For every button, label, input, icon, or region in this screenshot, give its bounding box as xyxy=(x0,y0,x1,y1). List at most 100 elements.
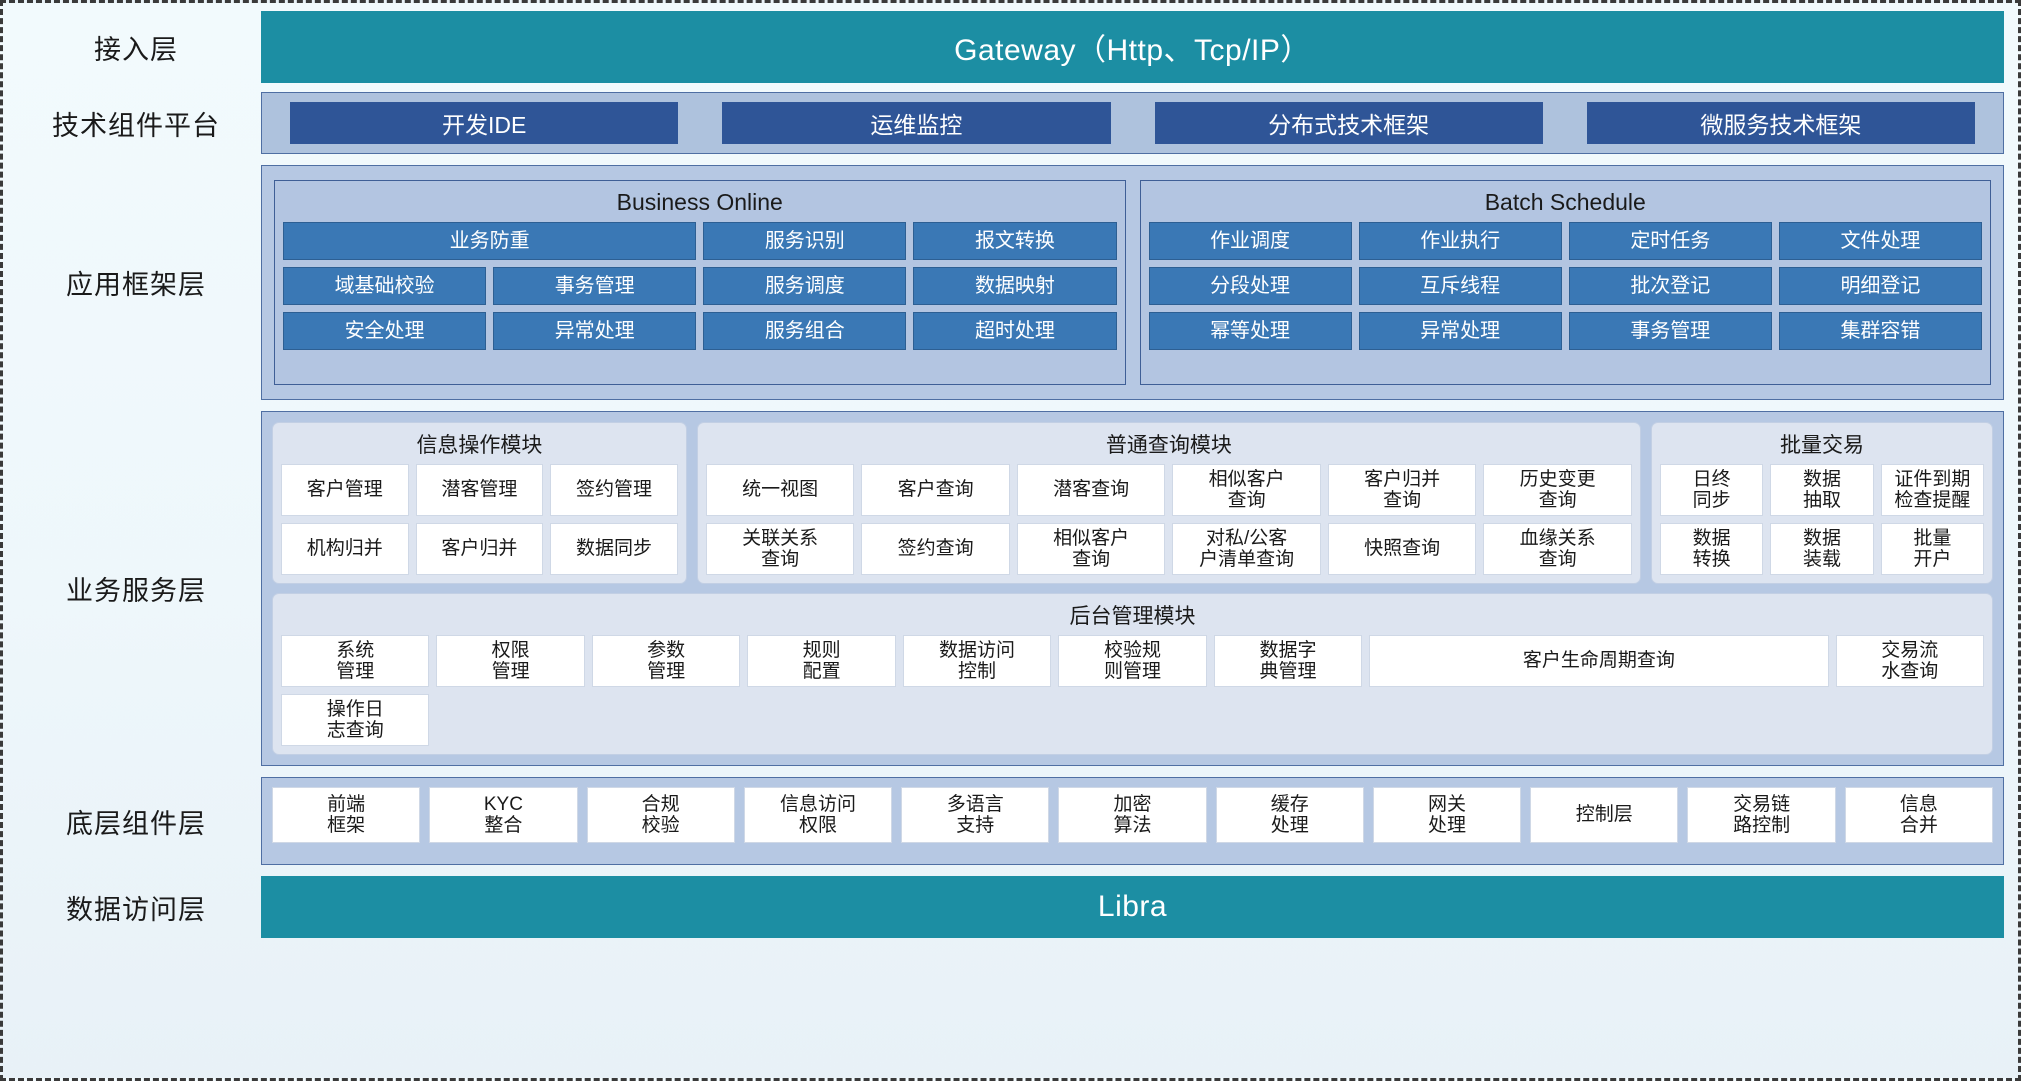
service-cell[interactable]: 数据抽取 xyxy=(1770,464,1874,516)
app-cell[interactable]: 文件处理 xyxy=(1778,222,1982,260)
layer-data-access: 数据访问层 Libra xyxy=(11,876,2004,938)
app-cell[interactable]: 幂等处理 xyxy=(1148,312,1352,350)
panel-title-service-module: 批量交易 xyxy=(1779,434,1864,457)
service-cell[interactable]: 机构归并 xyxy=(281,523,409,575)
app-cell[interactable]: 定时任务 xyxy=(1568,222,1772,260)
layer-label-access: 接入层 xyxy=(94,34,178,65)
layer-tech-platform: 技术组件平台 开发IDE 运维监控 分布式技术框架 微服务技术框架 xyxy=(11,92,2004,154)
panel-title-business-online: Business Online xyxy=(616,189,783,215)
service-cell[interactable]: 快照查询 xyxy=(1327,523,1477,575)
service-cell[interactable]: 统一视图 xyxy=(705,464,855,516)
app-cell[interactable]: 服务调度 xyxy=(703,267,907,305)
app-cell[interactable]: 服务识别 xyxy=(703,222,907,260)
panel-title-service-module: 信息操作模块 xyxy=(416,434,543,457)
app-cell[interactable]: 事务管理 xyxy=(493,267,697,305)
app-cell[interactable]: 异常处理 xyxy=(1358,312,1562,350)
backoffice-grid: 系统管理权限管理参数管理规则配置数据访问控制校验规则管理数据字典管理客户生命周期… xyxy=(281,635,1984,746)
service-cell[interactable]: 潜客管理 xyxy=(415,464,544,516)
panel-business-online: Business Online 业务防重服务识别报文转换域基础校验事务管理服务调… xyxy=(274,180,1126,385)
service-cell[interactable]: 数据同步 xyxy=(550,523,678,575)
tech-chip-distributed-framework[interactable]: 分布式技术框架 xyxy=(1154,102,1543,144)
component-cell[interactable]: 合规校验 xyxy=(586,787,735,843)
service-cell[interactable]: 数据转换 xyxy=(1659,523,1764,575)
app-cell[interactable]: 集群容错 xyxy=(1778,312,1982,350)
layer-label-business-service: 业务服务层 xyxy=(66,576,206,606)
service-cell[interactable]: 历史变更查询 xyxy=(1483,464,1632,516)
app-cell[interactable]: 安全处理 xyxy=(283,312,487,350)
component-cell[interactable]: 多语言支持 xyxy=(901,787,1050,843)
service-cell[interactable]: 对私/公客户清单查询 xyxy=(1172,523,1321,575)
business-service-band: 信息操作模块客户管理潜客管理签约管理机构归并客户归并数据同步 普通查询模块统一视图… xyxy=(261,411,2004,766)
app-cell[interactable]: 互斥线程 xyxy=(1358,267,1562,305)
service-cell[interactable]: 客户归并 xyxy=(415,523,544,575)
service-module-grid: 日终同步数据抽取证件到期检查提醒数据转换数据装载批量开户 xyxy=(1659,464,1984,575)
backoffice-cell[interactable]: 交易流水查询 xyxy=(1835,635,1984,687)
backoffice-cell[interactable]: 操作日志查询 xyxy=(281,694,430,746)
service-cell[interactable]: 潜客查询 xyxy=(1016,464,1166,516)
panel-title-backoffice: 后台管理模块 xyxy=(1069,605,1196,628)
app-cell[interactable]: 超时处理 xyxy=(913,312,1117,350)
service-cell[interactable]: 证件到期检查提醒 xyxy=(1880,464,1984,516)
component-cell[interactable]: 信息合并 xyxy=(1844,787,1993,843)
backoffice-cell[interactable]: 系统管理 xyxy=(281,635,430,687)
app-cell[interactable]: 分段处理 xyxy=(1148,267,1352,305)
service-cell[interactable]: 客户管理 xyxy=(281,464,409,516)
service-cell[interactable]: 相似客户查询 xyxy=(1172,464,1321,516)
service-cell[interactable]: 客户归并查询 xyxy=(1327,464,1477,516)
service-cell[interactable]: 客户查询 xyxy=(861,464,1010,516)
tech-chip-microservice-framework[interactable]: 微服务技术框架 xyxy=(1586,102,1975,144)
service-cell[interactable]: 签约管理 xyxy=(550,464,678,516)
backoffice-cell[interactable]: 参数管理 xyxy=(591,635,741,687)
component-cell[interactable]: 加密算法 xyxy=(1058,787,1207,843)
panel-service-module: 批量交易日终同步数据抽取证件到期检查提醒数据转换数据装载批量开户 xyxy=(1650,422,1994,584)
business-online-grid: 业务防重服务识别报文转换域基础校验事务管理服务调度数据映射安全处理异常处理服务组… xyxy=(283,222,1117,350)
batch-schedule-grid: 作业调度作业执行定时任务文件处理分段处理互斥线程批次登记明细登记幂等处理异常处理… xyxy=(1148,222,1982,350)
backoffice-cell[interactable]: 权限管理 xyxy=(436,635,585,687)
app-cell[interactable]: 事务管理 xyxy=(1568,312,1772,350)
component-cell[interactable]: 信息访问权限 xyxy=(743,787,893,843)
app-cell[interactable]: 数据映射 xyxy=(913,267,1117,305)
tech-chip-band: 开发IDE 运维监控 分布式技术框架 微服务技术框架 xyxy=(261,92,2004,154)
component-cell[interactable]: 控制层 xyxy=(1530,787,1679,843)
service-cell[interactable]: 数据装载 xyxy=(1770,523,1874,575)
tech-chip-ops-monitor[interactable]: 运维监控 xyxy=(722,102,1111,144)
app-cell[interactable]: 作业调度 xyxy=(1148,222,1352,260)
app-cell[interactable]: 批次登记 xyxy=(1568,267,1772,305)
backoffice-cell[interactable]: 规则配置 xyxy=(747,635,896,687)
service-module-grid: 统一视图客户查询潜客查询相似客户查询客户归并查询历史变更查询关联关系查询签约查询… xyxy=(705,464,1632,575)
service-cell[interactable]: 日终同步 xyxy=(1659,464,1764,516)
business-service-top-row: 信息操作模块客户管理潜客管理签约管理机构归并客户归并数据同步 普通查询模块统一视图… xyxy=(272,422,1994,584)
app-cell[interactable]: 域基础校验 xyxy=(283,267,487,305)
layer-label-tech: 技术组件平台 xyxy=(52,110,220,141)
component-cell[interactable]: 网关处理 xyxy=(1372,787,1522,843)
component-cell[interactable]: 缓存处理 xyxy=(1215,787,1364,843)
panel-title-service-module: 普通查询模块 xyxy=(1105,434,1232,457)
app-cell[interactable]: 作业执行 xyxy=(1358,222,1562,260)
app-cell[interactable]: 异常处理 xyxy=(493,312,697,350)
app-cell[interactable]: 报文转换 xyxy=(913,222,1117,260)
backoffice-cell[interactable]: 数据访问控制 xyxy=(902,635,1052,687)
app-cell[interactable]: 明细登记 xyxy=(1778,267,1982,305)
service-cell[interactable]: 关联关系查询 xyxy=(705,523,855,575)
backoffice-cell[interactable]: 客户生命周期查询 xyxy=(1369,635,1829,687)
panel-title-batch-schedule: Batch Schedule xyxy=(1484,189,1646,215)
service-cell[interactable]: 血缘关系查询 xyxy=(1483,523,1632,575)
component-cell[interactable]: 交易链路控制 xyxy=(1687,787,1836,843)
service-cell[interactable]: 签约查询 xyxy=(861,523,1010,575)
layer-app-framework: 应用框架层 Business Online 业务防重服务识别报文转换域基础校验事… xyxy=(11,165,2004,400)
libra-bar: Libra xyxy=(261,876,2004,938)
tech-chip-ide[interactable]: 开发IDE xyxy=(290,102,679,144)
backoffice-cell[interactable]: 数据字典管理 xyxy=(1213,635,1363,687)
app-cell[interactable]: 业务防重 xyxy=(283,222,697,260)
service-cell[interactable]: 相似客户查询 xyxy=(1016,523,1166,575)
service-module-grid: 客户管理潜客管理签约管理机构归并客户归并数据同步 xyxy=(281,464,678,575)
layer-label-app-framework: 应用框架层 xyxy=(66,270,206,300)
service-cell[interactable]: 批量开户 xyxy=(1880,523,1984,575)
app-cell[interactable]: 服务组合 xyxy=(703,312,907,350)
panel-service-module: 普通查询模块统一视图客户查询潜客查询相似客户查询客户归并查询历史变更查询关联关系… xyxy=(696,422,1641,584)
component-cell[interactable]: 前端框架 xyxy=(272,787,421,843)
backoffice-cell[interactable]: 校验规则管理 xyxy=(1058,635,1207,687)
